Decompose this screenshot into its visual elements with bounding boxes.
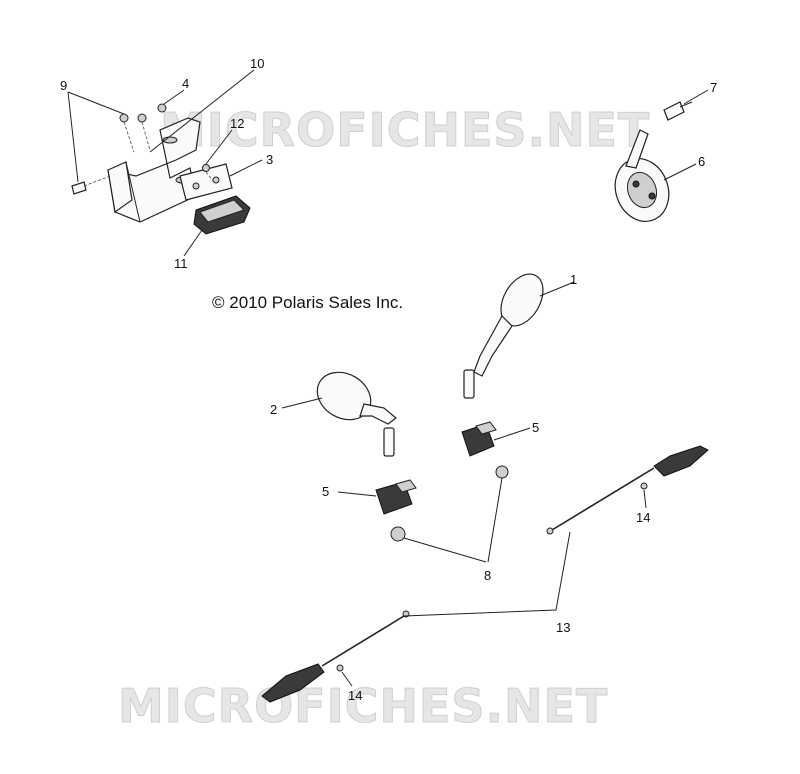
mirror-nuts bbox=[390, 465, 509, 542]
callout-8: 8 bbox=[484, 568, 491, 583]
watermark-bottom: MICROFICHES.NET bbox=[118, 679, 608, 733]
callout-14-upper: 14 bbox=[636, 510, 650, 525]
callout-10: 10 bbox=[250, 56, 264, 71]
watermark-top: MICROFICHES.NET bbox=[160, 103, 650, 157]
turn-signal-front bbox=[546, 445, 709, 535]
callout-1: 1 bbox=[570, 272, 577, 287]
leader-lines bbox=[67, 69, 709, 687]
copyright-notice: © 2010 Polaris Sales Inc. bbox=[212, 293, 403, 312]
callout-9: 9 bbox=[60, 78, 67, 93]
callout-labels: 1 2 3 4 5 5 6 7 8 9 10 11 12 13 14 14 bbox=[60, 56, 717, 703]
callout-13: 13 bbox=[556, 620, 570, 635]
callout-7: 7 bbox=[710, 80, 717, 95]
mirror-left bbox=[316, 371, 397, 457]
callout-12: 12 bbox=[230, 116, 244, 131]
callout-11: 11 bbox=[174, 256, 188, 271]
callout-5-upper: 5 bbox=[532, 420, 539, 435]
turn-signal-rear bbox=[261, 610, 410, 703]
mirror-mount-lower bbox=[375, 479, 417, 515]
bracket-fasteners bbox=[71, 103, 215, 195]
mirror-right bbox=[463, 273, 544, 399]
callout-14-lower: 14 bbox=[348, 688, 362, 703]
horn-bolt bbox=[663, 101, 693, 121]
signal-screws bbox=[336, 482, 648, 672]
callout-3: 3 bbox=[266, 152, 273, 167]
horn bbox=[614, 129, 670, 222]
callout-5-lower: 5 bbox=[322, 484, 329, 499]
callout-4: 4 bbox=[182, 76, 189, 91]
reflector-plate bbox=[179, 163, 233, 201]
license-lamp bbox=[193, 195, 251, 235]
mirror-mount-upper bbox=[461, 421, 497, 457]
callout-6: 6 bbox=[698, 154, 705, 169]
license-plate-bracket bbox=[107, 117, 201, 223]
callout-2: 2 bbox=[270, 402, 277, 417]
